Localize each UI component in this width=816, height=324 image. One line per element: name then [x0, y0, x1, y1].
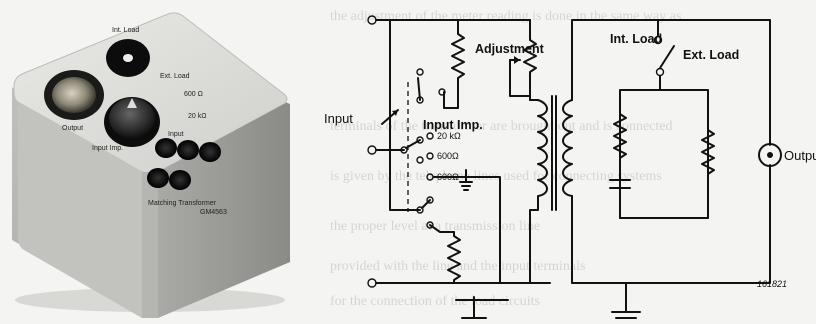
svg-text:provided with the line and the: provided with the line and the input ter…	[330, 259, 585, 274]
resistor-icon	[613, 113, 627, 159]
device-label-brand: Matching Transformer	[148, 200, 217, 207]
meter-icon	[52, 77, 96, 113]
device-label-output: Output	[62, 125, 83, 132]
device-label-ext: Ext. Load	[160, 73, 190, 80]
input-imp-label: Input Imp.	[423, 118, 483, 132]
secondary-top-wire	[571, 19, 771, 146]
svg-text:terminals of the transformer a: terminals of the transformer are brought…	[330, 119, 673, 134]
resistor-icon	[451, 19, 465, 91]
jack-icon	[199, 142, 221, 162]
output-meter-icon	[758, 143, 782, 167]
load-network-frame	[619, 89, 709, 219]
input-label: Input	[324, 111, 353, 126]
device-panel	[13, 12, 288, 175]
terminal-icon	[367, 145, 377, 155]
ext-load-label: Ext. Load	[683, 48, 739, 62]
svg-text:for the connection of the load: for the connection of the load circuits	[330, 294, 540, 309]
terminal-icon	[655, 67, 665, 77]
wiper-wire	[509, 59, 531, 97]
z3-label: 600Ω	[437, 172, 459, 182]
jack-icon	[155, 138, 177, 158]
resistor-icon	[447, 231, 461, 284]
switch-icon	[416, 196, 455, 233]
input-jacks	[147, 138, 221, 190]
adjustment-resistor-icon	[523, 19, 537, 101]
z1-label: 20 kΩ	[437, 131, 461, 141]
transformer-core	[551, 95, 557, 211]
transformer-primary-icon	[529, 99, 548, 284]
transformer-secondary-icon	[562, 99, 573, 197]
device-front-face	[18, 102, 142, 318]
load-switch-blade	[659, 45, 675, 69]
terminal-icon	[367, 278, 377, 288]
figure-code: 161821	[757, 279, 787, 289]
jack-icon	[177, 140, 199, 160]
device-label-imp: Input Imp.	[92, 145, 123, 152]
ground-tap-wire	[433, 176, 501, 284]
device-label-ohm1: 600 Ω	[184, 91, 203, 98]
device-label-code: GM4563	[200, 209, 227, 216]
device-label-top: Int. Load	[112, 27, 139, 34]
ground-icon	[611, 282, 641, 319]
secondary-bottom-wire	[571, 164, 771, 284]
jack-icon	[147, 168, 169, 188]
svg-text:the proper level at a transmis: the proper level at a transmission line	[330, 219, 540, 234]
output-label: Output	[784, 148, 816, 163]
jack-icon	[169, 170, 191, 190]
device-label-input: Input	[168, 131, 184, 138]
adjustment-knob-icon	[104, 97, 160, 147]
int-load-label: Int. Load	[610, 32, 662, 46]
capacitor-icon	[609, 157, 631, 219]
left-node-wire	[389, 19, 421, 211]
device-photo: Int. Load Output Ext. Load 600 Ω 20 kΩ I…	[12, 12, 290, 318]
resistor-icon	[701, 129, 715, 175]
z2-label: 600Ω	[437, 151, 459, 161]
switch-icon	[416, 68, 459, 109]
adjustment-label: Adjustment	[475, 42, 545, 56]
circuit-diagram: Input Input Imp. 20 kΩ 600Ω 600Ω Adjustm…	[324, 15, 816, 319]
device-label-ohm2: 20 kΩ	[188, 113, 206, 120]
svg-text:the adjustment of the meter re: the adjustment of the meter reading is d…	[330, 9, 681, 24]
